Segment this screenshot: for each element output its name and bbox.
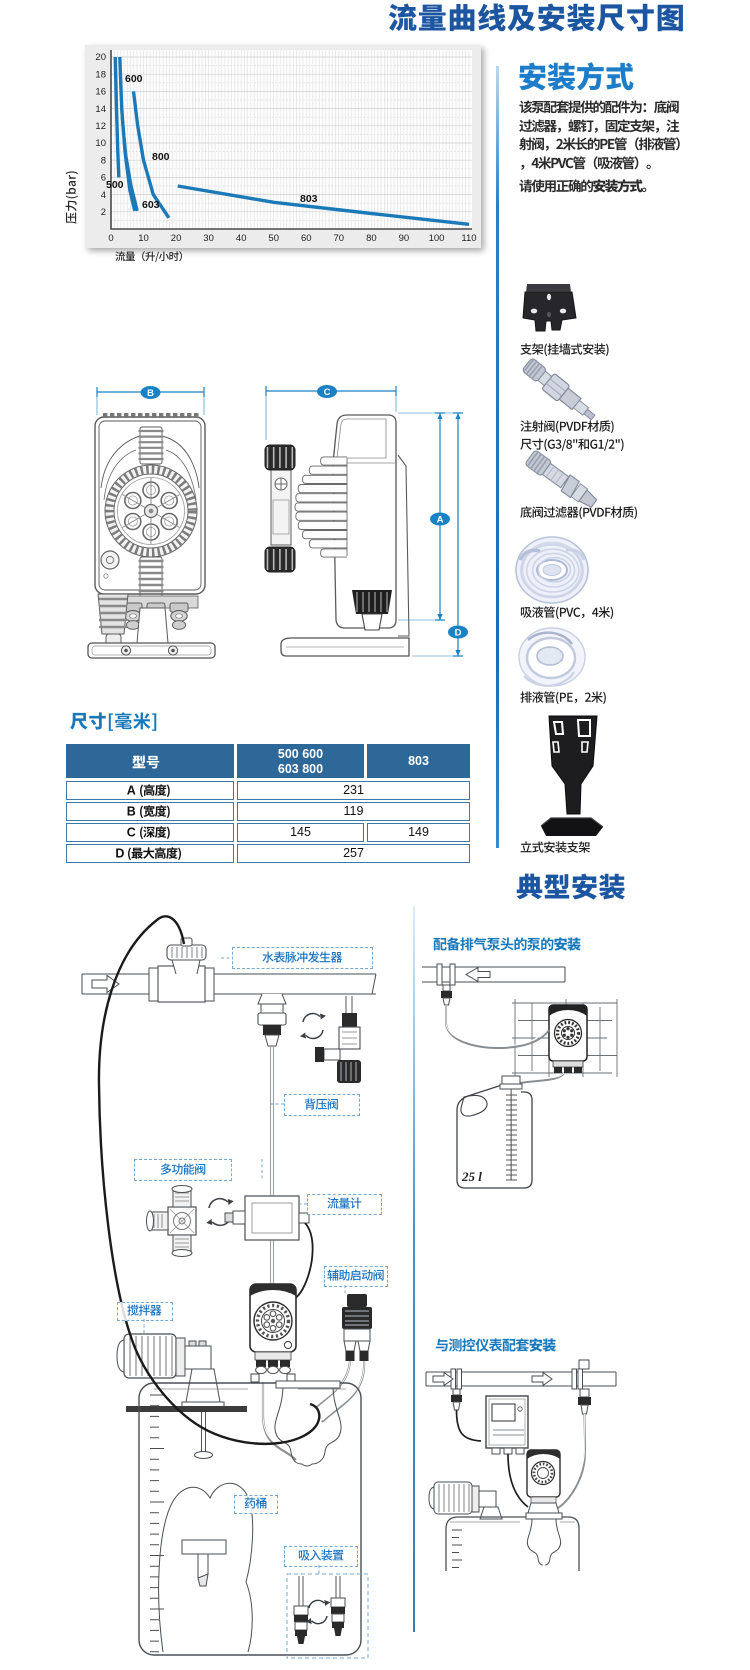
svg-text:18: 18 xyxy=(95,69,106,80)
svg-text:D: D xyxy=(455,627,462,638)
svg-text:10: 10 xyxy=(95,138,106,149)
svg-text:14: 14 xyxy=(95,104,106,115)
svg-text:4: 4 xyxy=(101,190,106,201)
svg-text:0: 0 xyxy=(108,233,113,244)
svg-text:600: 600 xyxy=(125,73,143,85)
svg-text:2: 2 xyxy=(101,207,106,218)
svg-text:110: 110 xyxy=(461,233,476,244)
svg-text:40: 40 xyxy=(236,233,247,244)
svg-text:25 l: 25 l xyxy=(461,1169,482,1184)
svg-text:20: 20 xyxy=(171,233,182,244)
svg-text:80: 80 xyxy=(366,233,377,244)
svg-text:800: 800 xyxy=(152,151,170,163)
svg-text:100: 100 xyxy=(429,233,445,244)
svg-text:50: 50 xyxy=(268,233,279,244)
svg-text:70: 70 xyxy=(334,233,345,244)
svg-text:10: 10 xyxy=(138,233,149,244)
svg-text:B: B xyxy=(147,388,154,399)
svg-text:6: 6 xyxy=(101,173,106,184)
svg-text:12: 12 xyxy=(95,121,106,132)
svg-text:500: 500 xyxy=(106,179,124,191)
svg-text:C: C xyxy=(324,387,331,398)
svg-text:90: 90 xyxy=(399,233,410,244)
svg-text:30: 30 xyxy=(203,233,214,244)
svg-text:B: B xyxy=(127,805,136,819)
svg-text:603: 603 xyxy=(142,199,160,211)
svg-text:D: D xyxy=(115,847,124,861)
svg-text:60: 60 xyxy=(301,233,312,244)
svg-text:C: C xyxy=(127,826,136,840)
svg-text:16: 16 xyxy=(95,87,106,98)
svg-text:803: 803 xyxy=(300,193,318,205)
svg-text:20: 20 xyxy=(95,52,106,63)
svg-text:8: 8 xyxy=(101,155,106,166)
svg-text:A: A xyxy=(127,784,136,798)
svg-text:A: A xyxy=(437,514,444,525)
